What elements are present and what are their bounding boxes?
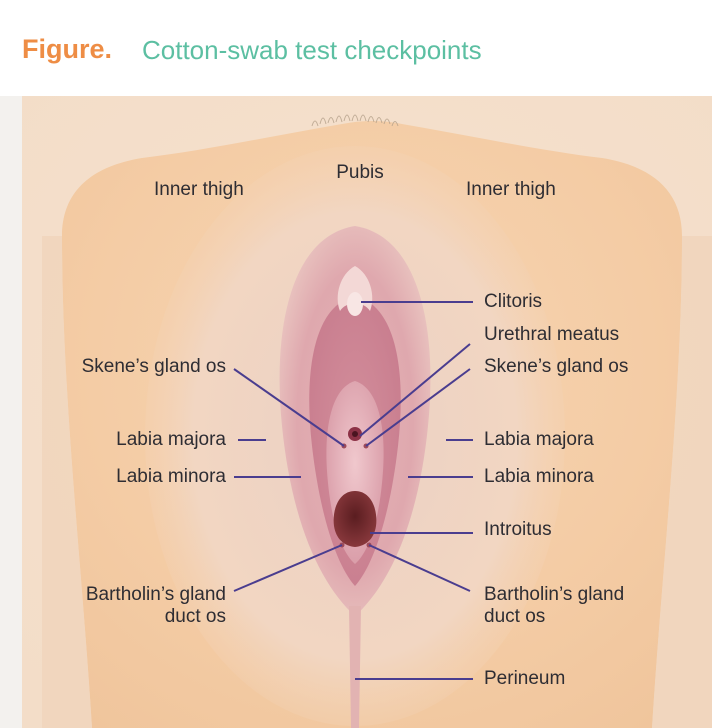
label-bartholins-right-line1: Bartholin’s gland <box>484 584 625 605</box>
urethral-meatus-center <box>352 431 358 437</box>
label-introitus: Introitus <box>484 519 552 540</box>
leader-skenes-right <box>365 368 471 447</box>
label-labia-majora-left: Labia majora <box>116 429 226 450</box>
leader-skenes-left <box>233 368 345 447</box>
label-labia-minora-left: Labia minora <box>116 466 226 487</box>
leader-lines <box>233 301 473 680</box>
figure-title: Cotton-swab test checkpoints <box>142 35 482 65</box>
label-inner-thigh-left: Inner thigh <box>154 179 244 200</box>
label-perineum: Perineum <box>484 668 566 689</box>
label-pubis: Pubis <box>336 162 384 183</box>
label-skenes-right: Skene’s gland os <box>484 356 629 377</box>
label-skenes-left: Skene’s gland os <box>81 356 226 377</box>
leader-bartholins-left <box>233 544 343 592</box>
label-urethral-meatus: Urethral meatus <box>484 324 620 345</box>
label-bartholins-right-line2: duct os <box>484 606 546 627</box>
label-bartholins-left-line1: Bartholin’s gland <box>85 584 226 605</box>
label-labia-minora-right: Labia minora <box>484 466 594 487</box>
anatomy-illustration <box>22 96 712 728</box>
label-bartholins-left-line2: duct os <box>164 606 226 627</box>
label-clitoris: Clitoris <box>484 291 543 312</box>
label-bartholins-left: Bartholin’s gland duct os <box>30 584 226 628</box>
figure-label: Figure. <box>22 34 113 64</box>
label-bartholins-right: Bartholin’s gland duct os <box>484 584 624 628</box>
title-bar: Figure. Cotton-swab test checkpoints <box>0 0 712 96</box>
clitoris-shape <box>347 292 363 316</box>
left-thigh-shadow <box>42 236 92 728</box>
pubic-hair <box>311 114 399 127</box>
clitoral-hood <box>337 266 373 311</box>
label-inner-thigh-right: Inner thigh <box>466 179 556 200</box>
introitus-shape <box>333 491 377 547</box>
perineum-shape <box>349 606 361 728</box>
leader-urethral-meatus <box>359 343 471 437</box>
right-thigh-shadow <box>652 236 712 728</box>
label-labia-majora-right: Labia majora <box>484 429 594 450</box>
leader-bartholins-right <box>368 544 471 592</box>
